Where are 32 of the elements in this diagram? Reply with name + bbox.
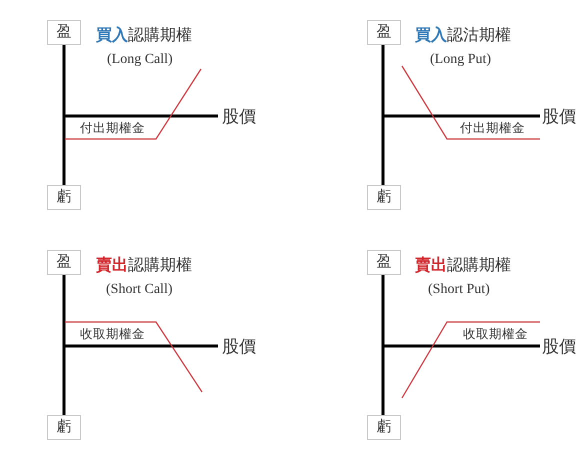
chart-subtitle: (Short Call) [106, 282, 172, 298]
premium-label: 付出期權金 [460, 121, 525, 136]
axis-end-box [47, 20, 81, 45]
axis-end-label: 虧 [376, 420, 392, 435]
axis-end-box [367, 250, 401, 275]
axis-end-label: 虧 [376, 190, 392, 205]
axis-end-label: 盈 [56, 255, 72, 270]
axis-end-label: 盈 [376, 255, 392, 270]
chart-subtitle: (Short Put) [428, 282, 490, 298]
axis-label: 股價 [222, 107, 256, 127]
axis-end-box [367, 185, 401, 210]
axis-label: 股價 [222, 337, 256, 357]
chart-title: 買入認沽期權 [415, 27, 511, 46]
axis-end-label: 盈 [56, 25, 72, 40]
axis-end-label: 虧 [56, 420, 72, 435]
axis-end-box [47, 250, 81, 275]
axis-end-box [367, 20, 401, 45]
chart-title: 賣出認購期權 [415, 257, 511, 276]
axis-label: 股價 [542, 107, 576, 127]
axis-end-box [47, 185, 81, 210]
chart-title: 買入認購期權 [96, 27, 192, 46]
axis-end-box [367, 415, 401, 440]
axis-end-label: 盈 [376, 25, 392, 40]
chart-title: 賣出認購期權 [96, 257, 192, 276]
chart-subtitle: (Long Call) [107, 52, 173, 68]
axis-label: 股價 [542, 337, 576, 357]
chart-subtitle: (Long Put) [430, 52, 492, 68]
axis-end-label: 虧 [56, 190, 72, 205]
axis-end-box [47, 415, 81, 440]
premium-label: 收取期權金 [80, 327, 145, 342]
premium-label: 付出期權金 [80, 121, 145, 136]
premium-label: 收取期權金 [463, 327, 528, 342]
